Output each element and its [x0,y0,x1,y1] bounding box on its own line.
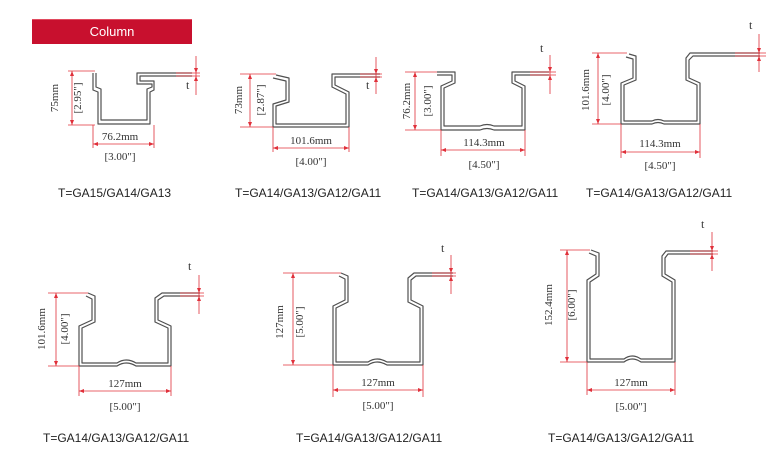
profile-drawing-7: 152.4mm [6.00"] 127mm [5.00"] t [543,217,718,413]
width-mm-label-6: 127mm [361,377,395,389]
profile-drawing-1: 75mm [2.95"] 76.2mm [3.00"] t [49,56,200,163]
height-mm-label-2: 73mm [233,86,245,115]
thickness-label-7: t [701,217,705,231]
width-mm-label-1: 76.2mm [102,131,139,143]
column-profile-1 [95,72,192,121]
width-mm-label-2: 101.6mm [290,135,332,147]
section-title: Column [89,24,135,39]
gauge-caption-2: T=GA14/GA13/GA12/GA11 [235,186,382,200]
column-profile-5 [81,292,200,364]
thickness-label-6: t [441,241,445,255]
thickness-label-5: t [188,259,192,273]
width-in-label-3: [4.50"] [468,159,499,171]
height-in-label-7: [6.00"] [566,289,578,320]
height-in-label-2: [2.87"] [255,84,267,115]
width-in-label-4: [4.50"] [644,160,675,172]
profile-drawing-4: 101.6mm [4.00"] 114.3mm [4.50"] t [580,18,766,172]
height-mm-label-3: 76.2mm [401,82,413,119]
profile-drawing-3: 76.2mm [3.00"] 114.3mm [4.50"] t [401,41,556,171]
gauge-caption-6: T=GA14/GA13/GA12/GA11 [296,431,443,445]
height-mm-label-7: 152.4mm [543,284,555,326]
profile-drawing-5: 101.6mm [4.00"] 127mm [5.00"] t [36,259,204,413]
width-in-label-2: [4.00"] [295,156,326,168]
thickness-label-1: t [186,78,190,92]
thickness-label-3: t [540,41,544,55]
profile-drawing-2: 73mm [2.87"] 101.6mm [4.00"] t [233,57,382,168]
gauge-caption-3: T=GA14/GA13/GA12/GA11 [412,186,559,200]
width-mm-label-4: 114.3mm [639,138,681,150]
width-mm-label-3: 114.3mm [463,137,505,149]
height-in-label-3: [3.00"] [422,85,434,116]
height-mm-label-1: 75mm [49,84,61,113]
height-mm-label-5: 101.6mm [36,308,48,350]
width-in-label-7: [5.00"] [615,401,646,413]
column-profile-7 [589,249,713,360]
gauge-caption-1: T=GA15/GA14/GA13 [58,186,172,200]
height-in-label-4: [4.00"] [600,74,612,105]
gauge-caption-4: T=GA14/GA13/GA12/GA11 [586,186,733,200]
width-in-label-5: [5.00"] [109,401,140,413]
column-profile-3 [437,71,549,127]
height-mm-label-4: 101.6mm [580,69,592,111]
thickness-label-2: t [366,78,370,92]
column-profile-2 [275,73,380,125]
height-mm-label-6: 127mm [274,305,286,339]
width-mm-label-7: 127mm [614,377,648,389]
width-in-label-6: [5.00"] [362,400,393,412]
width-in-label-1: [3.00"] [104,151,135,163]
column-profile-6 [335,272,453,363]
height-in-label-6: [5.00"] [294,306,306,337]
width-mm-label-5: 127mm [108,378,142,390]
profile-drawing-6: 127mm [5.00"] 127mm [5.00"] t [274,241,456,412]
height-in-label-1: [2.95"] [72,82,84,113]
gauge-caption-7: T=GA14/GA13/GA12/GA11 [548,431,695,445]
column-profile-4 [623,52,760,122]
thickness-label-4: t [749,18,753,32]
height-in-label-5: [4.00"] [59,313,71,344]
section-banner: Column [32,19,192,44]
gauge-caption-5: T=GA14/GA13/GA12/GA11 [43,431,190,445]
